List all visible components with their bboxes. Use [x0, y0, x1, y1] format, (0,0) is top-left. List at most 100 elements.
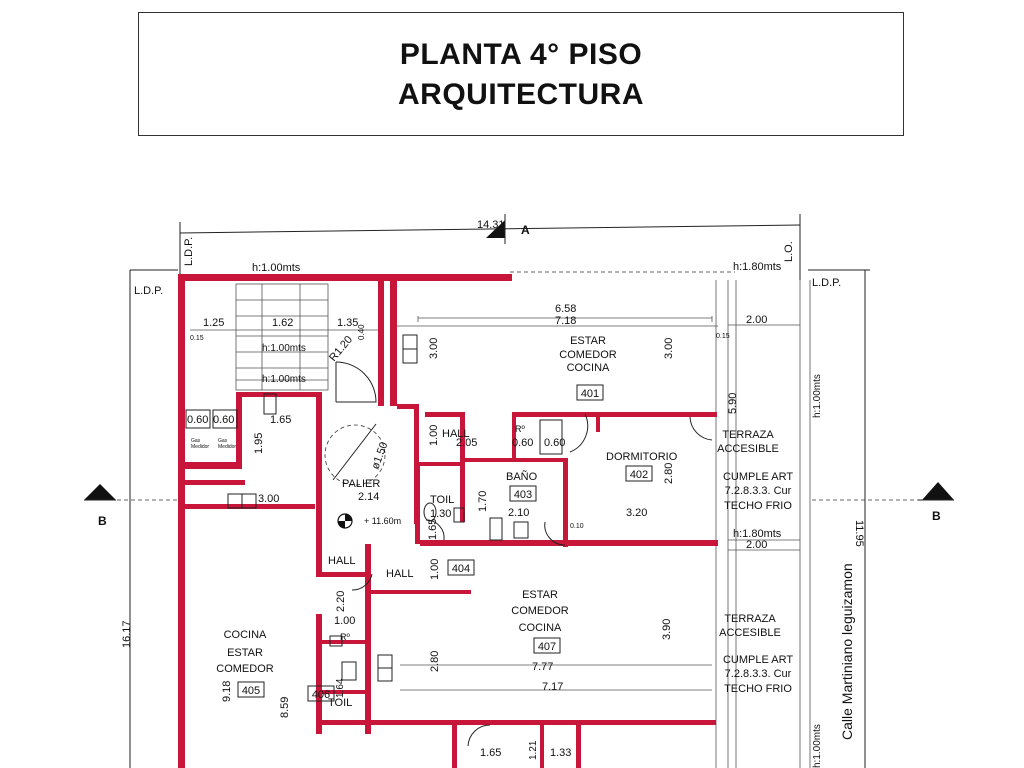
room-402-name: DORMITORIO — [606, 451, 678, 463]
r-lower-label: Rº — [340, 632, 350, 642]
dim-right-depth: 11.95 — [853, 520, 865, 547]
dim-1-95: 1.95 — [253, 433, 265, 454]
dim-h-right-side: h:1.00mts — [812, 374, 823, 418]
dim-1-65: 1.65 — [270, 414, 291, 426]
room-407-name-2: COMEDOR — [511, 605, 569, 617]
lo-label: L.O. — [783, 241, 795, 262]
room-404-name: HALL — [386, 568, 414, 580]
room-407-name-3: COCINA — [519, 622, 562, 634]
terrace-upper-2: ACCESIBLE — [717, 443, 779, 455]
norm-lower-3: TECHO FRIO — [724, 683, 792, 695]
ldp-top-label: L.D.P. — [183, 237, 195, 266]
dim-1-33: 1.33 — [550, 747, 571, 759]
dim-1-21: 1.21 — [528, 740, 539, 760]
room-405-name-2: ESTAR — [227, 647, 263, 659]
dim-0-60b: 0.60 — [213, 414, 234, 426]
terrace-upper-1: TERRAZA — [722, 429, 774, 441]
room-405-name-3: COMEDOR — [216, 663, 274, 675]
dim-r1-20: R1.20 — [327, 334, 355, 364]
dim-h-stair1: h:1.00mts — [262, 343, 306, 354]
norm-lower-1: CUMPLE ART — [723, 654, 793, 666]
ldp-left-label: L.D.P. — [134, 285, 163, 297]
section-marker-a: A — [486, 214, 530, 244]
dim-1-30: 1.30 — [430, 508, 451, 520]
dim-overall-depth: 16.17 — [121, 620, 133, 648]
fixtures — [185, 334, 563, 682]
dim-2-14: 2.14 — [358, 491, 379, 503]
tank-label-3: Gas — [218, 438, 228, 444]
dim-2-80b: 2.80 — [429, 651, 441, 672]
dim-1-70: 1.70 — [477, 491, 489, 512]
section-marker-b-right: B — [918, 482, 954, 523]
dim-2-80a: 2.80 — [663, 463, 675, 484]
doors — [335, 361, 713, 747]
walls — [178, 274, 718, 768]
dim-2-10: 2.10 — [508, 507, 529, 519]
ldp-right-label: L.D.P. — [812, 277, 841, 289]
terrace-lower-2: ACCESIBLE — [719, 627, 781, 639]
unit-403-tag: 403 — [514, 489, 532, 501]
unit-405-tag: 405 — [242, 685, 260, 697]
plan-subtitle: ARQUITECTURA — [398, 78, 644, 111]
unit-402-tag: 402 — [630, 469, 648, 481]
dim-h-top: h:1.00mts — [252, 262, 301, 274]
dim-1-00c: 1.00 — [334, 615, 355, 627]
norm-upper-1: CUMPLE ART — [723, 471, 793, 483]
dim-0-15: 0.15 — [190, 335, 204, 342]
dim-3-20: 3.20 — [626, 507, 647, 519]
toil-upper-label: TOIL — [430, 494, 454, 506]
unit-401-tag: 401 — [581, 388, 599, 400]
room-403-name: BAÑO — [506, 470, 538, 483]
dim-0-60c: 0.60 — [512, 437, 533, 449]
norm-upper-2: 7.2.8.3.3. Cur — [725, 485, 792, 497]
dim-0-15b: 0.15 — [716, 333, 730, 340]
dim-2-20: 2.20 — [335, 591, 347, 612]
plan-title: PLANTA 4° PISO — [399, 38, 643, 71]
dim-h-right-top: h:1.80mts — [733, 261, 782, 273]
dim-1-50: ø1.50 — [370, 440, 391, 471]
dim-h-right-mid: h:1.80mts — [733, 528, 782, 540]
dim-7-77: 7.77 — [532, 661, 553, 673]
dim-1-65b: 1.65 — [427, 519, 439, 540]
palier-label: PALIER — [342, 478, 380, 490]
dim-0-40: 0.40 — [357, 324, 366, 340]
norm-lower-2: 7.2.8.3.3. Cur — [725, 668, 792, 680]
dim-1-35: 1.35 — [337, 317, 358, 329]
room-401-name-1: ESTAR — [570, 335, 606, 347]
unit-407-tag: 407 — [538, 641, 556, 653]
section-b-right-label: B — [932, 509, 941, 523]
dim-6-58: 6.58 — [555, 303, 576, 315]
room-407-name-1: ESTAR — [522, 589, 558, 601]
dim-3-00c: 3.00 — [258, 493, 279, 505]
dim-8-59: 8.59 — [279, 697, 291, 718]
hall-upper-label: HALL — [442, 428, 470, 440]
dim-overall-width: 14.31 — [477, 219, 505, 231]
dim-9-18: 9.18 — [221, 681, 233, 702]
dimension-lines — [110, 214, 920, 768]
dim-3-00b: 3.00 — [663, 338, 675, 359]
dim-7-18: 7.18 — [555, 315, 576, 327]
section-marker-b-left: B — [84, 484, 116, 528]
tank-label-1: Gas — [191, 438, 201, 444]
terrace-lower-1: TERRAZA — [724, 613, 776, 625]
dim-0-60a: 0.60 — [187, 414, 208, 426]
room-406-name: TOIL — [328, 697, 352, 709]
dim-1-62: 1.62 — [272, 317, 293, 329]
level-label: + 11.60m — [364, 516, 401, 526]
hall-left-label: HALL — [328, 555, 356, 567]
stair — [235, 283, 329, 391]
plan-labels: L.D.P. L.D.P. L.D.P. L.O. 14.31 16.17 11… — [121, 219, 865, 768]
dim-3-90: 3.90 — [661, 619, 673, 640]
title-block: PLANTA 4° PISO ARQUITECTURA — [138, 12, 904, 136]
dim-1-00a: 1.00 — [428, 425, 440, 446]
level-mark — [337, 513, 353, 529]
unit-404-tag: 404 — [452, 563, 470, 575]
dim-7-17: 7.17 — [542, 681, 563, 693]
section-a-label: A — [521, 223, 530, 237]
tank-label-4: Medidor — [218, 444, 236, 450]
dim-h-stair2: h:1.00mts — [262, 374, 306, 385]
room-401-name-3: COCINA — [567, 362, 610, 374]
unit-406-tag: 406 — [312, 689, 330, 701]
room-401-name-2: COMEDOR — [559, 349, 617, 361]
